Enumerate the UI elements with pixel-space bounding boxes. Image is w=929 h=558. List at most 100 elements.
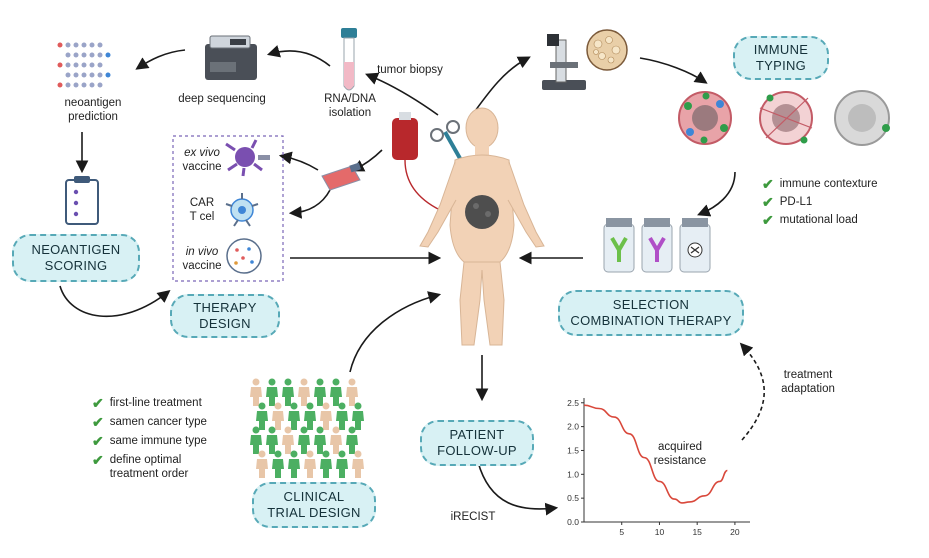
culture-flask-icon (321, 162, 361, 191)
chemo-vial-icon (679, 218, 711, 273)
immune-checklist: ✔immune contexture ✔PD-L1 ✔mutational lo… (762, 177, 912, 227)
trial-checklist: ✔first-line treatment ✔samen cancer type… (92, 396, 242, 481)
check-icon: ✔ (762, 194, 774, 210)
test-tube-icon (341, 28, 357, 91)
patient-figure (419, 107, 545, 346)
chart-y-tick-label: 0.5 (567, 493, 579, 503)
therapy-options-box (172, 135, 284, 282)
check-icon: ✔ (92, 395, 104, 411)
chart-x-tick-label: 5 (619, 527, 624, 537)
chart-y-tick-label: 0.0 (567, 517, 579, 527)
tumor-burden-chart: 0.0 0.5 1.0 1.5 2.0 2.5 5 10 15 20 (567, 398, 750, 537)
deep-sequencing-label: deep sequencing (178, 93, 266, 105)
trial-population-icon (250, 378, 364, 478)
person-icon (336, 402, 348, 430)
person-icon (282, 378, 294, 406)
arrow-microscope-to-typing (639, 57, 708, 84)
person-icon (314, 426, 326, 454)
tumor-biopsy-label: tumor biopsy (377, 64, 443, 76)
check-icon: ✔ (762, 176, 774, 192)
person-icon (288, 402, 300, 430)
person-icon (266, 426, 278, 454)
microscope-icon (542, 29, 628, 90)
person-icon (272, 450, 284, 478)
person-icon (266, 378, 278, 406)
chart-x-tick-label: 10 (655, 527, 665, 537)
blood-bag-icon (392, 112, 441, 211)
chart-y-tick-label: 2.0 (567, 422, 579, 432)
arrow-isolation-to-sequencer (266, 45, 331, 67)
flow-arrows (59, 45, 765, 516)
arrow-typing-to-vials (697, 171, 736, 217)
arrow-flask-to-cart (288, 189, 331, 219)
arrow-biopsy-to-isolation (365, 72, 439, 116)
check-icon: ✔ (762, 212, 774, 228)
neoantigen-grid-icon (57, 42, 111, 88)
trial-check-item: ✔define optimal treatment order (92, 452, 189, 480)
chart-y-tick-label: 1.0 (567, 469, 579, 479)
trial-check-item: ✔samen cancer type (92, 414, 207, 430)
car-t-cell-icon (225, 193, 259, 227)
dendritic-cell-icon (225, 139, 270, 177)
person-icon (314, 378, 326, 406)
person-icon (352, 402, 364, 430)
chart-x-tick-label: 20 (730, 527, 740, 537)
arrow-scoring-to-design (59, 285, 171, 318)
arrow-followup-to-chart (477, 461, 559, 516)
person-icon (298, 378, 310, 406)
hot-tumor-icon (678, 91, 732, 145)
person-icon (346, 378, 358, 406)
antibody-vial-purple-icon (641, 218, 673, 273)
check-icon: ✔ (92, 433, 104, 449)
immune-check-item: ✔immune contexture (762, 176, 878, 192)
arrow-flask-to-exvivo (278, 151, 319, 171)
irecist-label: iRECIST (450, 511, 496, 523)
in-vivo-vaccine-icon (226, 238, 262, 274)
immune-check-item: ✔mutational load (762, 212, 858, 228)
person-icon (256, 450, 268, 478)
chart-y-tick-label: 1.5 (567, 445, 579, 455)
person-icon (320, 402, 332, 430)
person-icon (330, 378, 342, 406)
person-icon (352, 450, 364, 478)
person-icon (256, 402, 268, 430)
antibody-vial-green-icon (603, 218, 635, 273)
arrow-adaptation (739, 342, 765, 441)
person-icon (250, 426, 262, 454)
chart-y-tick-label: 2.5 (567, 398, 579, 408)
sequencer-icon (205, 35, 257, 80)
person-icon (320, 450, 332, 478)
person-icon (304, 402, 316, 430)
chart-series-line (583, 404, 728, 504)
person-icon (304, 450, 316, 478)
clipboard-icon (65, 176, 99, 225)
arrow-trial-to-patient (349, 291, 442, 373)
cold-tumor-icon (834, 90, 890, 146)
person-icon (346, 426, 358, 454)
check-icon: ✔ (92, 414, 104, 430)
person-icon (298, 426, 310, 454)
person-icon (330, 426, 342, 454)
arrow-sequencer-to-prediction (135, 49, 186, 70)
immune-check-item: ✔PD-L1 (762, 194, 813, 210)
person-icon (336, 450, 348, 478)
person-icon (272, 402, 284, 430)
check-icon: ✔ (92, 452, 104, 468)
trial-check-item: ✔same immune type (92, 433, 207, 449)
person-icon (250, 378, 262, 406)
altered-tumor-icon (759, 91, 813, 145)
chart-x-tick-label: 15 (692, 527, 702, 537)
